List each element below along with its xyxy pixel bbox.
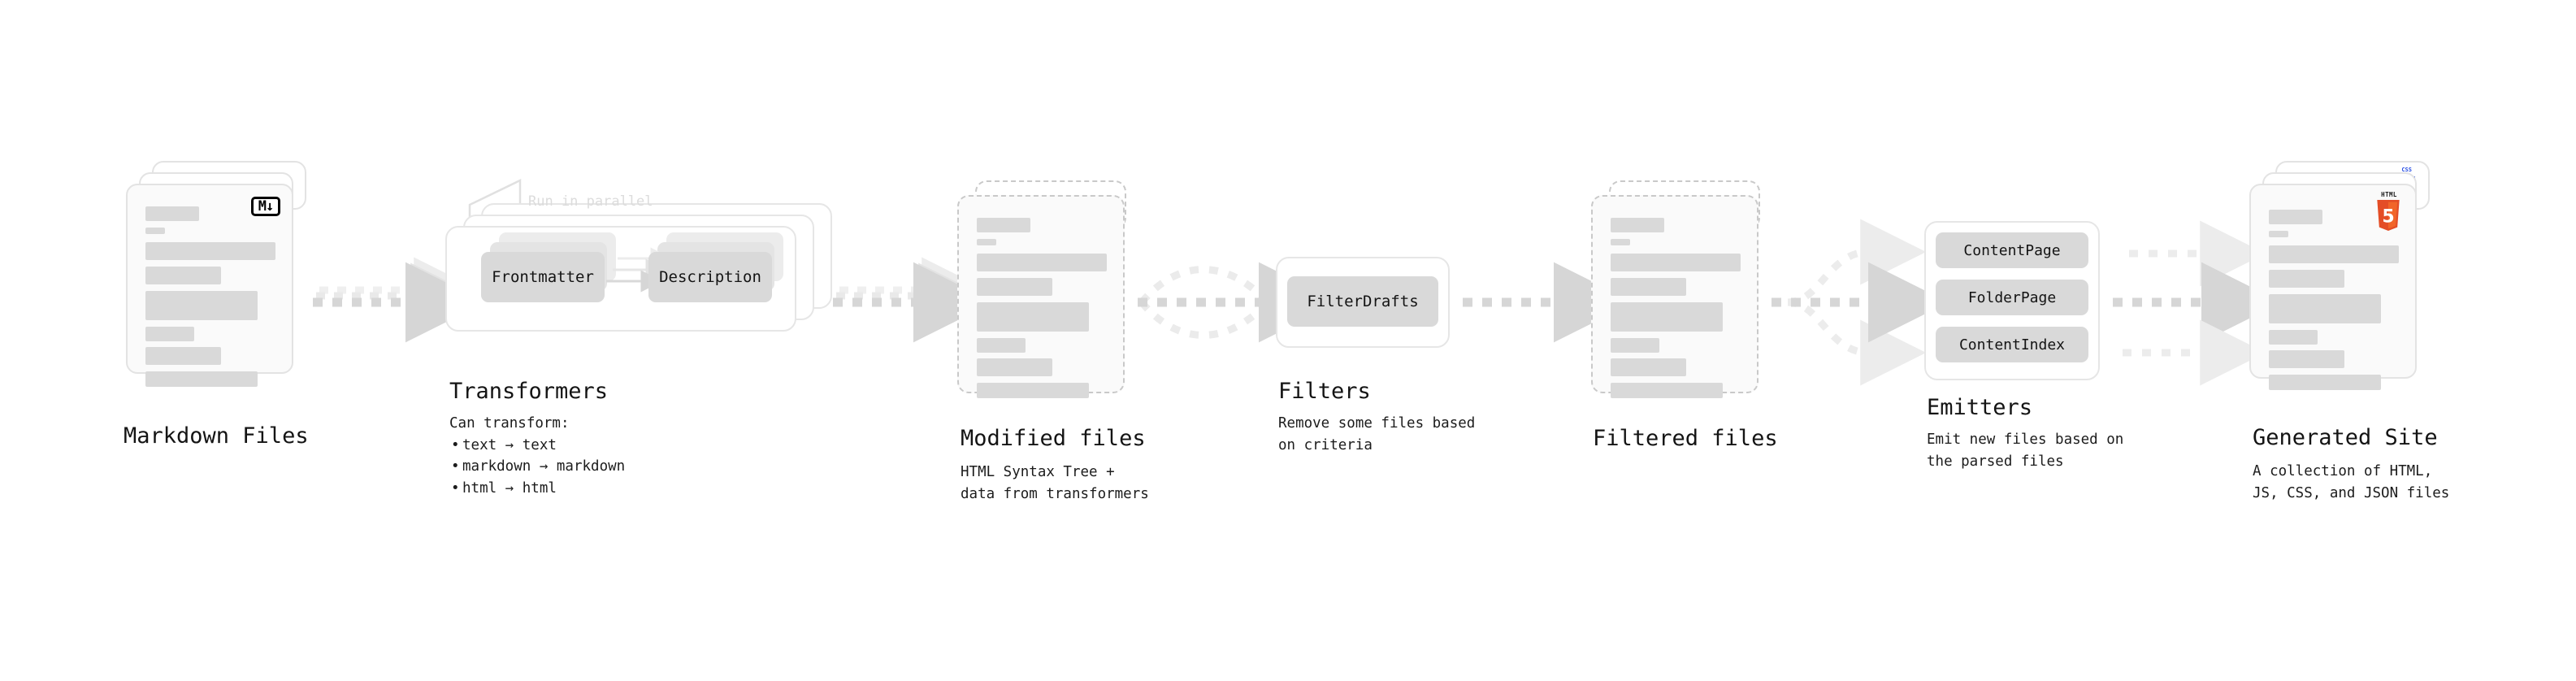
stage-subtitle-modified-files: HTML Syntax Tree + data from transformer… xyxy=(961,464,1149,502)
pill-contentindex[interactable]: ContentIndex xyxy=(1936,327,2088,362)
html5-shield-icon: 5 xyxy=(2377,200,2400,231)
stage-title-transformers: Transformers xyxy=(449,379,609,404)
transform-list: text → text markdown → markdown html → h… xyxy=(449,435,625,500)
html5-badge: HTML 5 xyxy=(2373,191,2405,231)
html5-badge-label: HTML xyxy=(2381,191,2397,198)
transform-item-2: html → html xyxy=(451,478,625,500)
document-card-front: HTML 5 xyxy=(2249,184,2417,390)
document-card-front: M↓ xyxy=(126,184,293,387)
pill-frontmatter[interactable]: Frontmatter xyxy=(481,252,605,302)
stage-generated-site: CSS HTML 5 xyxy=(2249,161,2461,429)
annotation-run-in-parallel: Run in parallel xyxy=(528,193,653,210)
pill-contentpage[interactable]: ContentPage xyxy=(1936,232,2088,268)
stage-subtitle-filters: Remove some files based on criteria xyxy=(1278,415,1476,453)
document-card-front xyxy=(1591,195,1759,398)
stage-transformers: x x x x Frontmatter Description xyxy=(445,203,852,374)
stage-filters: FilterDrafts xyxy=(1276,257,1471,354)
transform-item-0: text → text xyxy=(451,435,625,457)
stage-subtitle-emitters: Emit new files based on the parsed files xyxy=(1927,432,2124,470)
pill-filterdrafts[interactable]: FilterDrafts xyxy=(1287,276,1438,327)
stage-title-modified-files: Modified files xyxy=(961,426,1146,451)
stage-modified-files xyxy=(957,180,1160,440)
transform-lead: Can transform: xyxy=(449,415,570,432)
document-card-front xyxy=(957,195,1125,398)
stage-filtered-files xyxy=(1591,180,1794,440)
stage-title-markdown-files: Markdown Files xyxy=(124,423,309,449)
stage-title-emitters: Emitters xyxy=(1927,395,2033,420)
stage-title-generated-site: Generated Site xyxy=(2253,425,2438,450)
stage-subtitle-transformers: Can transform: text → text markdown → ma… xyxy=(449,413,625,499)
stage-subtitle-generated-site: A collection of HTML, JS, CSS, and JSON … xyxy=(2253,463,2450,501)
stage-markdown-files: M↓ xyxy=(126,161,329,421)
svg-text:5: 5 xyxy=(2382,206,2394,227)
connector-markdown-to-transformers xyxy=(313,257,486,343)
pill-description[interactable]: Description xyxy=(648,252,772,302)
markdown-badge: M↓ xyxy=(251,197,280,216)
stage-emitters: ContentPage FolderPage ContentIndex xyxy=(1924,221,2136,392)
transform-item-1: markdown → markdown xyxy=(451,456,625,478)
pill-folderpage[interactable]: FolderPage xyxy=(1936,280,2088,315)
css-badge-label: CSS xyxy=(2401,167,2412,173)
stage-title-filters: Filters xyxy=(1278,379,1371,404)
stage-title-filtered-files: Filtered files xyxy=(1593,426,1778,451)
